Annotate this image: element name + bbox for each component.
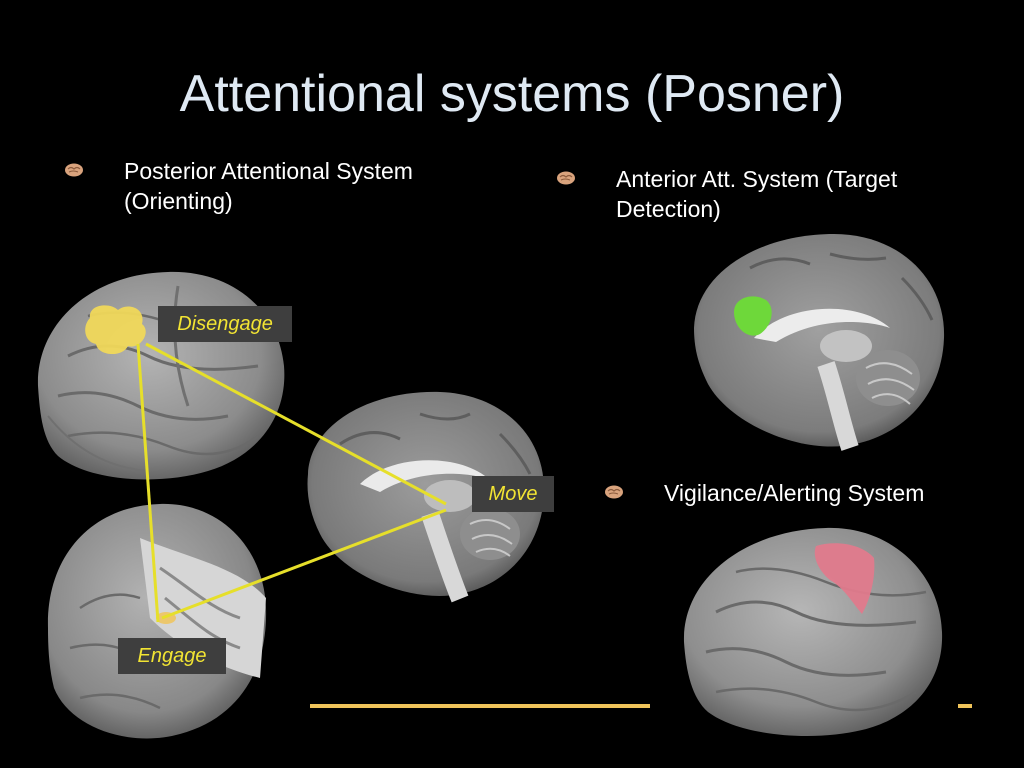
lateral-brain-frontal-image bbox=[676, 522, 946, 746]
medial-brain-anterior-cingulate-image bbox=[690, 228, 950, 454]
brain-bullet-icon bbox=[64, 162, 84, 178]
divider-line bbox=[310, 704, 650, 708]
cutaway-brain-image bbox=[40, 498, 270, 754]
divider-line-short bbox=[958, 704, 972, 708]
bullet-vigilance: Vigilance/Alerting System bbox=[604, 478, 1004, 510]
brain-bullet-icon bbox=[604, 484, 624, 500]
disengage-label: Disengage bbox=[158, 306, 292, 342]
bullet-posterior-text: Posterior Attentional System (Orienting) bbox=[124, 158, 413, 214]
slide-title: Attentional systems (Posner) bbox=[179, 65, 845, 123]
brain-bullet-icon bbox=[556, 170, 576, 186]
bullet-anterior: Anterior Att. System (Target Detection) bbox=[556, 164, 976, 228]
engage-label: Engage bbox=[118, 638, 226, 674]
bullet-vigilance-text: Vigilance/Alerting System bbox=[664, 480, 925, 506]
bullet-anterior-text: Anterior Att. System (Target Detection) bbox=[616, 166, 898, 222]
bullet-posterior: Posterior Attentional System (Orienting) bbox=[64, 156, 504, 220]
move-label: Move bbox=[472, 476, 554, 512]
lateral-brain-parietal-image bbox=[28, 266, 292, 490]
